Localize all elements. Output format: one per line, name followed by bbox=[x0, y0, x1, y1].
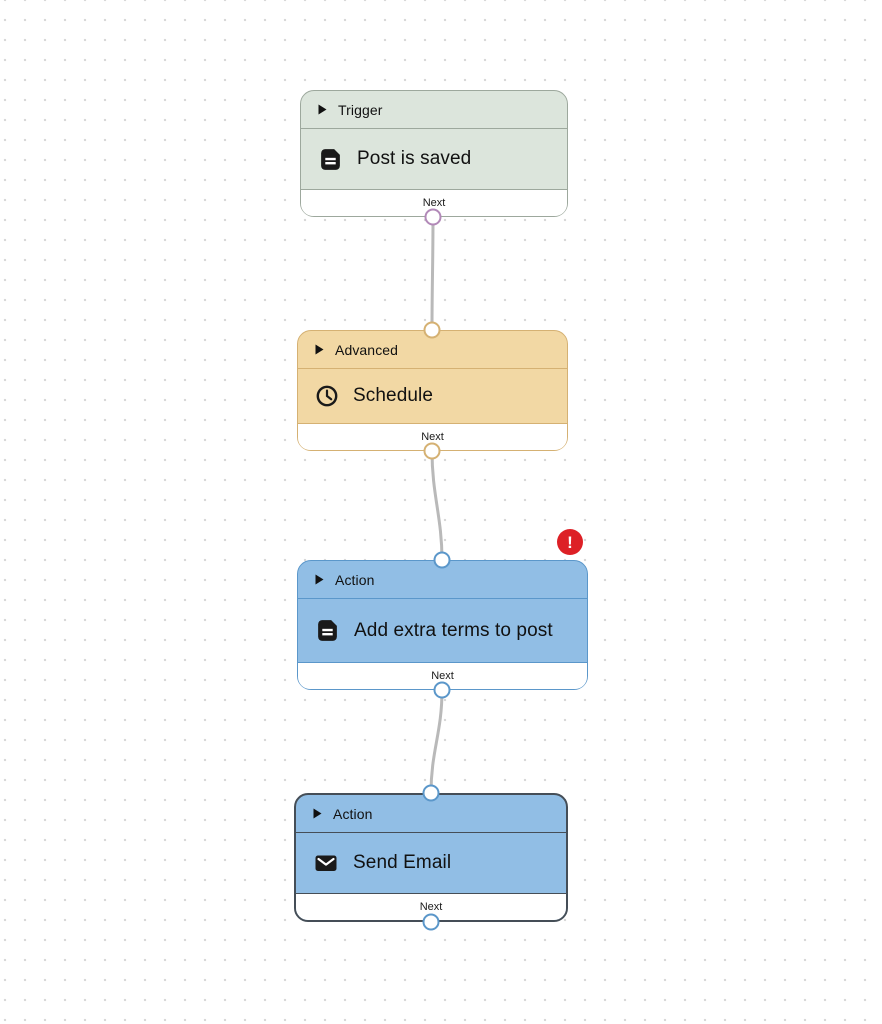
node-body: Schedule bbox=[298, 369, 567, 423]
node-title: Post is saved bbox=[357, 148, 472, 169]
collapse-triangle-icon[interactable] bbox=[315, 344, 324, 355]
node-action-send-email[interactable]: Action Send Email Next bbox=[294, 793, 568, 922]
clock-icon bbox=[315, 384, 339, 408]
output-port[interactable] bbox=[424, 208, 442, 226]
output-port-label: Next bbox=[431, 670, 454, 682]
edge-trigger-to-schedule bbox=[430, 215, 435, 332]
node-title: Send Email bbox=[353, 852, 452, 873]
node-footer: Next bbox=[298, 662, 587, 689]
output-port[interactable] bbox=[422, 913, 440, 931]
node-category-label: Action bbox=[335, 571, 375, 588]
collapse-triangle-icon[interactable] bbox=[318, 104, 327, 115]
output-port[interactable] bbox=[433, 681, 451, 699]
envelope-icon bbox=[313, 851, 339, 875]
collapse-triangle-icon[interactable] bbox=[315, 574, 324, 585]
document-icon bbox=[318, 147, 343, 172]
node-advanced-schedule[interactable]: Advanced Schedule Next bbox=[297, 330, 568, 451]
node-category-label: Action bbox=[333, 805, 373, 822]
node-title: Schedule bbox=[353, 385, 434, 406]
node-category-label: Advanced bbox=[335, 341, 399, 358]
edge-schedule-to-add-extra-terms bbox=[430, 449, 444, 562]
output-port[interactable] bbox=[423, 442, 441, 460]
node-body: Add extra terms to post bbox=[298, 599, 587, 662]
error-badge-icon[interactable]: ! bbox=[557, 529, 583, 555]
node-action-add-extra-terms[interactable]: Action Add extra terms to post Next bbox=[297, 560, 588, 690]
node-title: Add extra terms to post bbox=[354, 619, 553, 641]
node-body: Post is saved bbox=[301, 129, 567, 189]
node-footer: Next bbox=[296, 893, 566, 920]
input-port[interactable] bbox=[422, 784, 440, 802]
node-body: Send Email bbox=[296, 833, 566, 893]
node-header: Trigger bbox=[301, 91, 567, 129]
output-port-label: Next bbox=[419, 901, 443, 913]
node-header: Action bbox=[298, 561, 587, 599]
collapse-triangle-icon[interactable] bbox=[313, 808, 322, 819]
edge-add-extra-terms-to-send-email bbox=[429, 688, 444, 795]
output-port-label: Next bbox=[422, 197, 446, 209]
output-port-label: Next bbox=[421, 431, 444, 443]
node-header: Action bbox=[296, 795, 566, 833]
input-port[interactable] bbox=[433, 551, 451, 569]
document-icon bbox=[315, 618, 340, 643]
node-category-label: Trigger bbox=[338, 101, 383, 118]
input-port[interactable] bbox=[423, 321, 441, 339]
node-footer: Next bbox=[301, 189, 567, 216]
node-header: Advanced bbox=[298, 331, 567, 369]
node-trigger-post-is-saved[interactable]: Trigger Post is saved Next bbox=[300, 90, 568, 217]
